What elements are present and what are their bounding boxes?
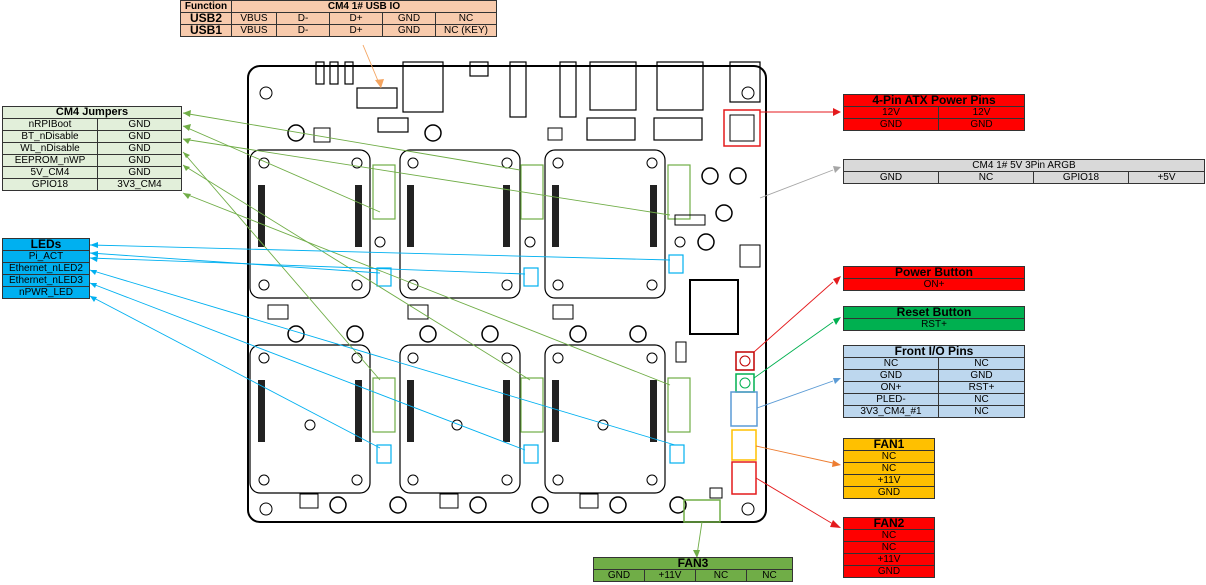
jumper-signal: WL_nDisable [2, 142, 98, 155]
power-button-title: Power Button [843, 266, 1025, 279]
front-io-pin: 3V3_CM4_#1 [843, 405, 939, 418]
atx-pin: GND [843, 118, 939, 131]
led-blocks [376, 254, 685, 464]
usb2-pin: D+ [329, 12, 383, 25]
fan1-pin: NC [843, 450, 935, 463]
fan1-title: FAN1 [843, 438, 935, 451]
fan1-pin: +11V [843, 474, 935, 487]
front-io-pin: PLED- [843, 393, 939, 406]
argb-table: CM4 1# 5V 3Pin ARGB GND NC GPIO18 +5V [843, 159, 1205, 184]
front-io-pin: NC [938, 393, 1025, 406]
reset-button-table: Reset Button RST+ [843, 306, 1025, 331]
slot-holes [258, 157, 686, 486]
jumper-value: GND [97, 154, 182, 167]
usb1-pin: GND [382, 24, 436, 37]
fan3-table: FAN3 GND +11V NC NC [593, 557, 793, 582]
jumper-signal: BT_nDisable [2, 130, 98, 143]
usb2-pin: GND [382, 12, 436, 25]
argb-pin: GND [843, 171, 939, 184]
leds-table: LEDs Pi_ACT Ethernet_nLED2 Ethernet_nLED… [2, 238, 90, 299]
fan1-header [731, 429, 757, 461]
mounting-holes [259, 86, 755, 516]
main-chip [689, 279, 739, 335]
led-signal: Pi_ACT [2, 250, 90, 263]
jumper-headers [372, 164, 691, 433]
jumper-value: GND [97, 130, 182, 143]
usb2-pin: D- [276, 12, 330, 25]
atx-pin: 12V [843, 106, 939, 119]
usb1-pin: D+ [329, 24, 383, 37]
pcb-outline [247, 65, 767, 523]
reset-button-pin: RST+ [843, 318, 1025, 331]
front-io-pin: NC [843, 357, 939, 370]
fan1-table: FAN1 NC NC +11V GND [843, 438, 935, 499]
front-io-pin: NC [938, 405, 1025, 418]
usb1-pin: VBUS [231, 24, 277, 37]
front-io-pin: GND [938, 369, 1025, 382]
fan1-pin: NC [843, 462, 935, 475]
jumper-signal: nRPIBoot [2, 118, 98, 131]
jumpers-title: CM4 Jumpers [2, 106, 182, 119]
fan2-pin: GND [843, 565, 935, 578]
fan2-pin: NC [843, 529, 935, 542]
top-connectors [315, 61, 761, 141]
jumper-value: 3V3_CM4 [97, 178, 182, 191]
power-button-pin: ON+ [843, 278, 1025, 291]
fan2-pin: +11V [843, 553, 935, 566]
argb-pin: +5V [1128, 171, 1205, 184]
power-button-table: Power Button ON+ [843, 266, 1025, 291]
usb1-name: USB1 [180, 24, 232, 37]
fan3-pin: +11V [644, 569, 696, 582]
fan3-pin: NC [746, 569, 793, 582]
fan2-table: FAN2 NC NC +11V GND [843, 517, 935, 578]
leader-lines [89, 44, 834, 556]
jumper-signal: 5V_CM4 [2, 166, 98, 179]
atx-pin: GND [938, 118, 1025, 131]
argb-pin: NC [938, 171, 1034, 184]
atx-connector [723, 109, 761, 147]
fan2-title: FAN2 [843, 517, 935, 530]
fan3-pin: NC [695, 569, 747, 582]
arrowheads [90, 79, 841, 558]
front-io-pin: GND [843, 369, 939, 382]
atx-title: 4-Pin ATX Power Pins [843, 94, 1025, 107]
atx-pin: 12V [938, 106, 1025, 119]
usb2-pin: VBUS [231, 12, 277, 25]
argb-pin: GPIO18 [1033, 171, 1129, 184]
small-components [267, 127, 761, 509]
usb-io-table: Function CM4 1# USB IO USB2 VBUS D- D+ G… [180, 0, 497, 37]
front-io-pin: NC [938, 357, 1025, 370]
cm4-connectors [258, 185, 657, 442]
jumper-signal: EEPROM_nWP [2, 154, 98, 167]
power-button-part [735, 351, 755, 371]
usb2-pin: NC [435, 12, 497, 25]
fan3-pin: GND [593, 569, 645, 582]
jumper-value: GND [97, 166, 182, 179]
led-signal: Ethernet_nLED2 [2, 262, 90, 275]
fan2-pin: NC [843, 541, 935, 554]
cm4-slots [249, 149, 666, 494]
leds-title: LEDs [2, 238, 90, 251]
front-io-pin: RST+ [938, 381, 1025, 394]
usb1-pin: NC (KEY) [435, 24, 497, 37]
front-io-header [730, 391, 758, 427]
led-signal: nPWR_LED [2, 286, 90, 299]
fan3-title: FAN3 [593, 557, 793, 570]
usb-io-title: CM4 1# USB IO [231, 0, 497, 13]
fan1-pin: GND [843, 486, 935, 499]
argb-title: CM4 1# 5V 3Pin ARGB [843, 159, 1205, 172]
jumper-value: GND [97, 118, 182, 131]
jumper-signal: GPIO18 [2, 178, 98, 191]
reset-button-title: Reset Button [843, 306, 1025, 319]
led-signal: Ethernet_nLED3 [2, 274, 90, 287]
jumper-value: GND [97, 142, 182, 155]
front-io-title: Front I/O Pins [843, 345, 1025, 358]
front-io-pin: ON+ [843, 381, 939, 394]
usb1-pin: D- [276, 24, 330, 37]
